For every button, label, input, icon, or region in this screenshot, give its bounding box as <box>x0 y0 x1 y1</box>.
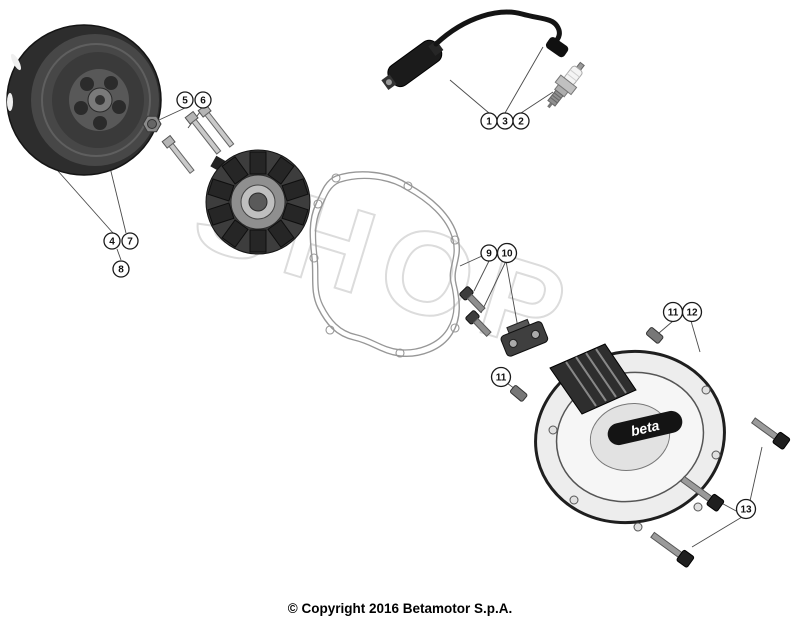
svg-text:8: 8 <box>118 265 124 276</box>
callout-10: 10 <box>496 242 518 264</box>
svg-text:4: 4 <box>109 237 115 248</box>
spark-plug-cap <box>545 37 569 58</box>
engine-cover: beta <box>534 343 726 532</box>
spark-plug <box>547 61 585 109</box>
svg-text:10: 10 <box>501 249 513 260</box>
copyright-text: © Copyright 2016 Betamotor S.p.A. <box>287 601 513 616</box>
callout-1: 1 <box>480 112 498 130</box>
callout-9: 9 <box>480 244 498 262</box>
callout-3: 3 <box>496 112 514 130</box>
ignition-coil <box>381 39 444 91</box>
svg-text:9: 9 <box>486 249 492 260</box>
callout-2: 2 <box>512 112 530 130</box>
svg-text:11: 11 <box>668 308 679 319</box>
stator-assembly <box>205 149 311 255</box>
callout-5: 5 <box>176 91 194 109</box>
svg-text:2: 2 <box>518 117 524 128</box>
svg-text:beta: beta <box>629 417 661 439</box>
callout-8: 8 <box>112 260 130 278</box>
dowel-bushing-right <box>645 327 664 344</box>
cover-screws <box>650 417 791 568</box>
svg-text:13: 13 <box>740 505 752 516</box>
spark-plug-wire <box>433 9 569 58</box>
pickup-coil-bracket <box>500 318 549 357</box>
beta-logo: beta <box>607 410 683 446</box>
callout-11-left: 11 <box>490 366 512 388</box>
flywheel-rotor <box>6 24 162 176</box>
callout-6: 6 <box>194 91 212 109</box>
flywheel-nut <box>142 115 162 133</box>
callout-11-right: 11 <box>662 301 684 323</box>
pickup-screws <box>459 286 492 338</box>
svg-text:1: 1 <box>486 117 492 128</box>
callout-13: 13 <box>735 498 757 520</box>
callout-7: 7 <box>121 232 139 250</box>
dowel-bushing-left <box>509 385 528 402</box>
svg-text:11: 11 <box>496 373 507 384</box>
svg-text:7: 7 <box>127 237 133 248</box>
svg-text:12: 12 <box>686 308 698 319</box>
leader-lines <box>49 46 763 548</box>
svg-text:5: 5 <box>182 96 188 107</box>
callout-12: 12 <box>681 301 703 323</box>
svg-text:3: 3 <box>502 117 508 128</box>
crankcase-cover-gasket <box>309 171 460 358</box>
svg-text:6: 6 <box>200 96 206 107</box>
cover-fins <box>549 343 637 415</box>
callout-4: 4 <box>103 232 121 250</box>
